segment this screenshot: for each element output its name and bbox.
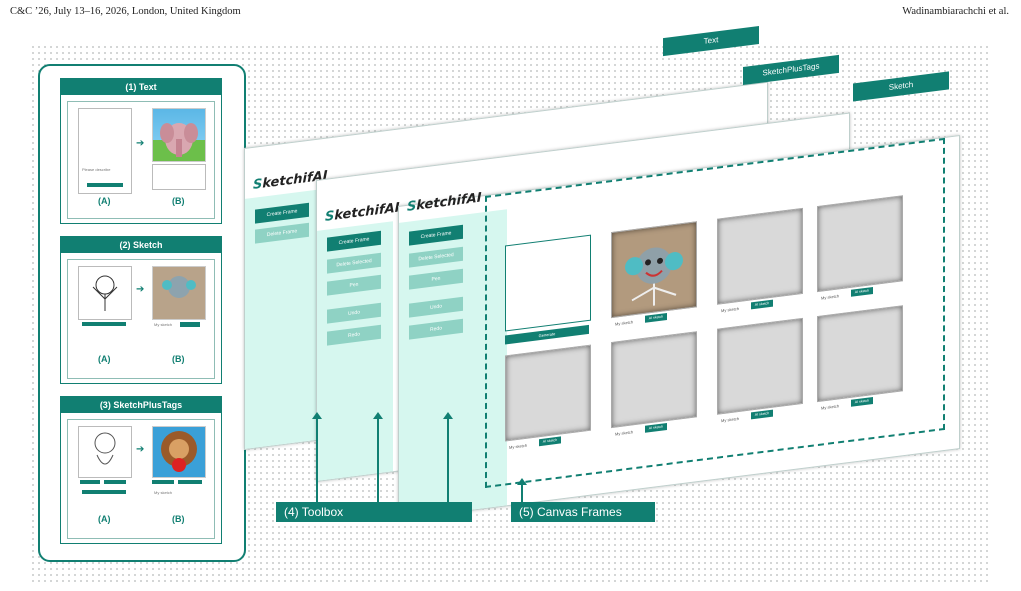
card-title: (1) Text [61, 79, 221, 95]
toolbox-pointer-line [447, 418, 449, 502]
card-sketchplustags: (3) SketchPlusTags ➔ My sketch (A) (B) [60, 396, 222, 544]
ai-lion-image [152, 426, 206, 478]
sketch-pane[interactable] [78, 426, 132, 478]
condition-panel: (1) Text Please describe ➔ (A) (B) (2) S… [38, 64, 246, 562]
tag-chip[interactable] [152, 480, 174, 484]
undo-button[interactable]: Undo [327, 302, 381, 324]
redo-button[interactable]: Redo [327, 324, 381, 346]
label-a: (A) [98, 514, 111, 524]
card-title: (3) SketchPlusTags [61, 397, 221, 413]
empty-frame[interactable] [817, 195, 903, 293]
label-b: (B) [172, 196, 185, 206]
toolbox: Create Frame Delete Selected Pen Undo Re… [317, 221, 393, 481]
arrow-icon: ➔ [136, 284, 145, 295]
running-header-right: Wadinambiarachchi et al. [902, 6, 1009, 17]
tag-chip[interactable] [80, 480, 100, 484]
ai-sketch-button[interactable]: AI sketch [539, 436, 561, 447]
canvas-frames-callout: (5) Canvas Frames [511, 502, 655, 522]
empty-frame[interactable] [717, 207, 803, 305]
empty-frame[interactable] [717, 317, 803, 415]
toolbox: Create Frame Delete Frame [245, 189, 317, 449]
ai-sketch-frame[interactable] [611, 221, 697, 319]
drawing-canvas[interactable] [505, 234, 591, 332]
toolbox-callout: (4) Toolbox [276, 502, 472, 522]
tag-chip[interactable] [104, 480, 126, 484]
label-a: (A) [98, 354, 111, 364]
generate-button[interactable] [82, 490, 126, 494]
card-text: (1) Text Please describe ➔ (A) (B) [60, 78, 222, 224]
generate-button[interactable] [82, 322, 126, 326]
ai-sketch-image [152, 266, 206, 320]
arrow-up-icon [517, 478, 527, 485]
arrow-up-icon [373, 412, 383, 419]
response-pane [152, 164, 206, 190]
ai-sketch-button[interactable]: AI sketch [851, 396, 873, 407]
canvas-frames: Generate My sketch AI sketch My sketch A… [485, 137, 945, 489]
toolbox-pointer-line [316, 418, 318, 502]
toolbox-pointer-line [377, 418, 379, 502]
empty-frame[interactable] [505, 344, 591, 442]
ai-sketch-button[interactable]: AI sketch [851, 286, 873, 297]
card-title: (2) Sketch [61, 237, 221, 253]
label-a: (A) [98, 196, 111, 206]
card-sketch: (2) Sketch ➔ My sketch (A) (B) [60, 236, 222, 384]
create-frame-button[interactable]: Create Frame [409, 224, 463, 246]
arrow-up-icon [443, 412, 453, 419]
empty-frame[interactable] [611, 331, 697, 429]
ai-sketch-button[interactable]: AI sketch [645, 423, 667, 433]
create-frame-button[interactable]: Create Frame [255, 202, 309, 224]
running-header-left: C&C ’26, July 13–16, 2026, London, Unite… [10, 6, 241, 17]
tag-chip[interactable] [178, 480, 202, 484]
window-sketch: Sketch SketchifAI Create Frame Delete Se… [398, 71, 960, 521]
arrow-up-icon [312, 412, 322, 419]
ai-sketch-button[interactable]: AI sketch [751, 299, 773, 310]
redo-button[interactable]: Redo [409, 318, 463, 340]
elephant-image [152, 108, 206, 162]
prompt-pane: Please describe [78, 108, 132, 194]
delete-selected-button[interactable]: Delete Selected [327, 252, 381, 274]
ai-sketch-button[interactable] [180, 322, 200, 327]
sketch-pane[interactable] [78, 266, 132, 320]
delete-selected-button[interactable]: Delete Selected [409, 246, 463, 268]
label-b: (B) [172, 514, 185, 524]
ai-sketch-button[interactable]: AI sketch [751, 409, 773, 420]
create-frame-button[interactable]: Create Frame [327, 230, 381, 252]
frames-pointer-line [521, 484, 523, 502]
undo-button[interactable]: Undo [409, 296, 463, 318]
pen-button[interactable]: Pen [409, 268, 463, 290]
arrow-icon: ➔ [136, 138, 145, 149]
ai-sketch-button[interactable]: AI sketch [645, 313, 667, 323]
generate-button[interactable] [87, 183, 123, 187]
arrow-icon: ➔ [136, 444, 145, 455]
delete-frame-button[interactable]: Delete Frame [255, 222, 309, 244]
empty-frame[interactable] [817, 305, 903, 403]
label-b: (B) [172, 354, 185, 364]
pen-button[interactable]: Pen [327, 274, 381, 296]
